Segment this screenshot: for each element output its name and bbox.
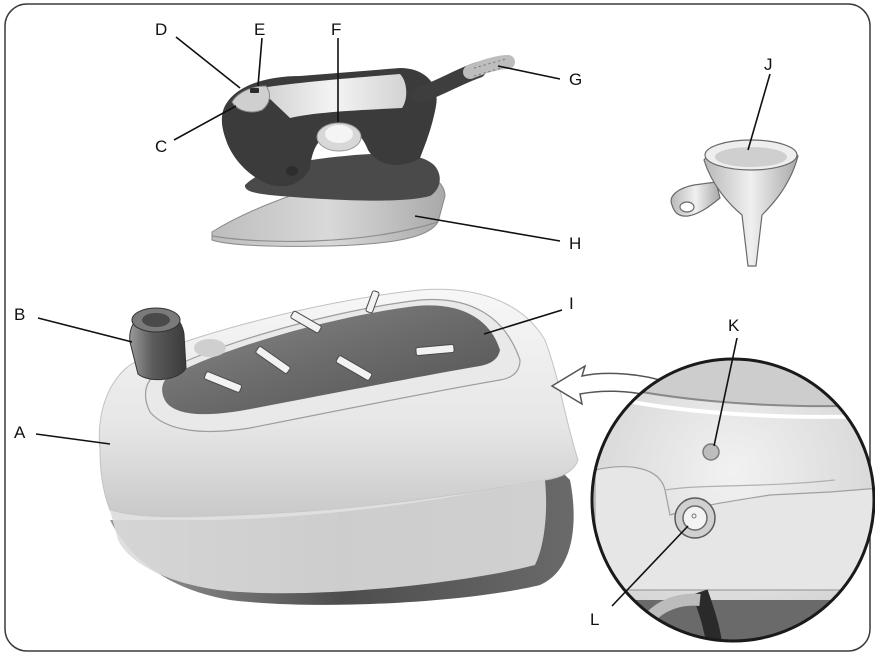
label-k: K: [728, 316, 740, 335]
funnel-inner: [715, 147, 787, 167]
funnel-tab-hole: [680, 202, 694, 212]
label-h: H: [569, 234, 581, 253]
label-d: D: [155, 20, 167, 39]
label-c: C: [155, 137, 167, 156]
label-b: B: [14, 305, 25, 324]
label-l: L: [590, 610, 599, 629]
indicator-light: [703, 444, 719, 460]
iron-indicator: [250, 88, 259, 93]
iron-front-hole: [286, 166, 298, 176]
label-g: G: [569, 70, 582, 89]
label-f: F: [331, 20, 341, 39]
label-a: A: [14, 423, 26, 442]
water-tank-cap-center: [142, 313, 170, 327]
base-station: [99, 289, 578, 605]
label-j: J: [764, 55, 773, 74]
label-i: I: [569, 294, 574, 313]
label-e: E: [254, 20, 265, 39]
base-recess: [194, 339, 226, 357]
steam-button-highlight: [325, 125, 353, 143]
